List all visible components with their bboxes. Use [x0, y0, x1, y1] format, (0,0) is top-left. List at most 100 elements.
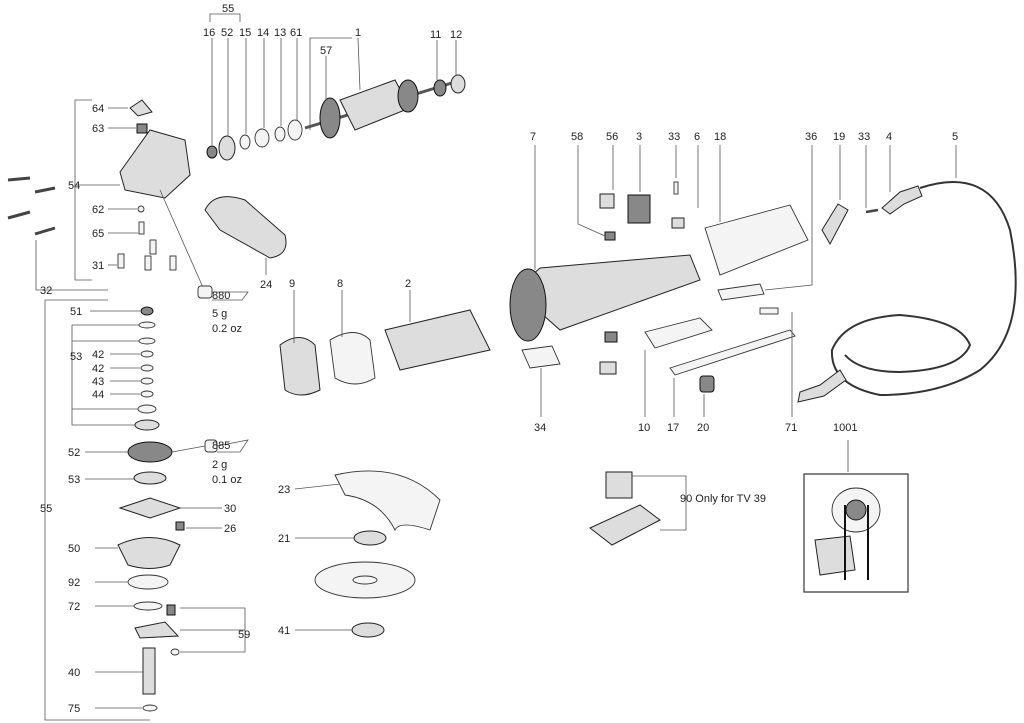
label-1: 1: [355, 27, 361, 39]
label-50: 50: [68, 543, 80, 555]
label-19: 19: [833, 131, 845, 143]
label-30: 30: [224, 503, 236, 515]
label-14: 14: [257, 27, 269, 39]
spindle-lock-59: [134, 621, 180, 639]
armature-1: [304, 74, 466, 139]
fan-9: [279, 337, 321, 396]
nut-16: [206, 145, 218, 159]
circlip-61: [287, 119, 303, 141]
label-13: 13: [274, 27, 286, 39]
label-9: 9: [289, 278, 295, 290]
label-51: 51: [70, 306, 82, 318]
label-18: 18: [714, 131, 726, 143]
label-24: 24: [260, 279, 272, 291]
label-6: 6: [694, 131, 700, 143]
label-12: 12: [450, 29, 462, 41]
label-54: 54: [68, 180, 80, 192]
label-56: 56: [606, 131, 618, 143]
label-63: 63: [92, 123, 104, 135]
label-58: 58: [571, 131, 583, 143]
label-53-top: 53: [70, 351, 82, 363]
label-3: 3: [636, 131, 642, 143]
nut-51: [140, 306, 154, 316]
rear-cover-18: [704, 204, 809, 276]
label-55: 55: [40, 503, 52, 515]
screws-32: [7, 176, 56, 236]
part-labels: 55 16 52 15 14 13 61 1 57 11 12 64 63 54…: [40, 3, 958, 715]
bearing-12: [450, 74, 466, 94]
label-42a: 42: [92, 349, 104, 361]
gear-housing-54: [119, 129, 191, 199]
label-31: 31: [92, 260, 104, 272]
label-33: 33: [668, 131, 680, 143]
label-61: 61: [290, 27, 302, 39]
label-57: 57: [320, 45, 332, 57]
clamping-nut-41: [351, 622, 385, 638]
electronics-board: [589, 504, 661, 546]
gear-head-group: [7, 99, 287, 301]
label-52: 52: [68, 447, 80, 459]
ring-72: [133, 601, 163, 611]
label-16: 16: [203, 27, 215, 39]
label-52-top: 52: [221, 27, 233, 39]
stator-2: [384, 309, 491, 371]
label-2: 2: [405, 278, 411, 290]
ring-92: [127, 574, 169, 590]
label-71: 71: [785, 422, 797, 434]
label-1001: 1001: [833, 422, 857, 434]
part-58: [604, 231, 616, 241]
label-26: 26: [224, 523, 236, 535]
label-15: 15: [239, 27, 251, 39]
armature-group: [206, 13, 466, 161]
label-32: 32: [40, 285, 52, 297]
bevel-gear-52: [127, 441, 173, 463]
label-64: 64: [92, 103, 104, 115]
label-4: 4: [886, 131, 892, 143]
grease-880: 880: [212, 290, 230, 302]
wheel-guard-23: [334, 470, 441, 532]
grease-880-oz: 0.2 oz: [212, 323, 242, 335]
grease-885: 885: [212, 440, 230, 452]
cable-guard-4: [881, 185, 923, 215]
nut-63: [136, 123, 148, 134]
grease-885-oz: 0.1 oz: [212, 474, 242, 486]
label-41: 41: [278, 625, 290, 637]
part-56: [599, 193, 615, 209]
label-17: 17: [667, 422, 679, 434]
label-40: 40: [68, 667, 80, 679]
label-21: 21: [278, 533, 290, 545]
grease-880-qty: 5 g: [212, 308, 227, 320]
switch-rod-17: [669, 329, 796, 376]
motor-housing-7: [514, 254, 701, 331]
label-72: 72: [68, 601, 80, 613]
slide-button-20: [699, 375, 715, 393]
label-59: 59: [238, 629, 250, 641]
label-65: 65: [92, 228, 104, 240]
label-53: 53: [68, 474, 80, 486]
inset-1001: [803, 440, 909, 593]
part-6: [671, 217, 685, 229]
grease-885-qty: 2 g: [212, 459, 227, 471]
label-62: 62: [92, 204, 104, 216]
label-92: 92: [68, 577, 80, 589]
washer-14: [254, 128, 270, 148]
label-8: 8: [337, 278, 343, 290]
housing-group: [509, 145, 1017, 546]
label-55-top: 55: [222, 3, 234, 15]
bearing-11: [433, 79, 447, 97]
label-33b: 33: [858, 131, 870, 143]
label-36: 36: [805, 131, 817, 143]
label-5: 5: [952, 131, 958, 143]
only-for-tv39-note: 90 Only for TV 39: [680, 493, 766, 505]
label-23: 23: [278, 484, 290, 496]
side-handle-24: [204, 196, 287, 259]
flange-50: [117, 537, 181, 569]
label-20: 20: [697, 422, 709, 434]
spindle-40: [142, 647, 156, 695]
label-75: 75: [68, 703, 80, 715]
label-42b: 42: [92, 363, 104, 375]
label-43: 43: [92, 376, 104, 388]
label-44: 44: [92, 389, 104, 401]
guard-group: [294, 470, 441, 638]
